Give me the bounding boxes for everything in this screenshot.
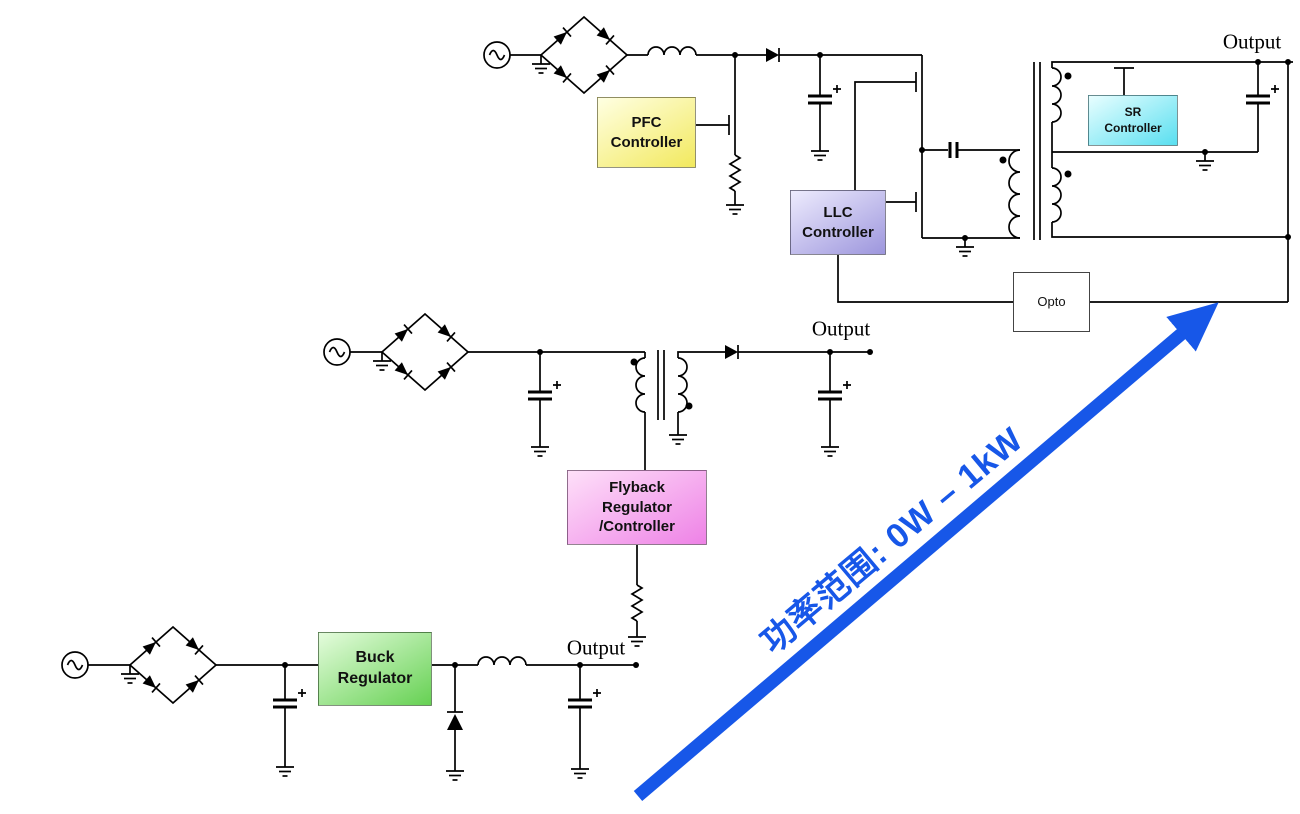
ground-icon <box>372 351 392 371</box>
diode-icon <box>765 47 780 63</box>
ground-icon <box>275 757 295 777</box>
polarity-dot <box>1064 72 1072 80</box>
ground-icon <box>1195 151 1215 171</box>
ground-icon <box>627 627 647 647</box>
llc-controller-label: LLC Controller <box>802 204 874 241</box>
wire <box>837 255 1013 303</box>
ground-icon <box>668 425 688 445</box>
ac-source-icon <box>61 651 89 679</box>
buck-regulator-block: Buck Regulator <box>318 632 432 706</box>
output-label-top: Output <box>1222 29 1282 54</box>
ac-source-icon <box>483 41 511 69</box>
bridge-rectifier-icon <box>381 313 469 391</box>
transformer-icon <box>999 62 1072 240</box>
mosfet-icon <box>1114 67 1134 95</box>
mosfet-icon <box>915 188 923 216</box>
capacitor-icon <box>1244 83 1281 105</box>
junction-dot <box>867 349 873 355</box>
pfc-controller-block: PFC Controller <box>597 97 696 168</box>
polarity-dot <box>1064 170 1072 178</box>
diode-icon <box>447 665 463 762</box>
bridge-rectifier-icon <box>129 626 217 704</box>
sr-controller-label: SR Controller <box>1104 104 1162 135</box>
ground-icon <box>570 759 590 779</box>
ground-icon <box>531 54 551 74</box>
resistor-icon <box>729 154 741 192</box>
capacitor-icon <box>526 379 563 401</box>
opto-coupler-block: Opto <box>1013 272 1090 332</box>
diode-icon <box>724 344 739 360</box>
ground-icon <box>445 761 465 781</box>
inductor-icon <box>647 46 697 56</box>
flyback-controller-label: Flyback Regulator /Controller <box>599 479 675 536</box>
pfc-controller-label: PFC Controller <box>610 114 683 151</box>
capacitor-icon <box>806 83 843 105</box>
transformer-icon <box>630 350 725 420</box>
ground-icon <box>120 664 140 684</box>
capacitor-icon <box>271 687 308 709</box>
capacitor-icon <box>948 142 959 158</box>
flyback-circuit <box>323 313 873 647</box>
resistor-icon <box>631 584 643 622</box>
sr-controller-block: SR Controller <box>1088 95 1178 146</box>
polarity-dot <box>999 156 1007 164</box>
capacitor-icon <box>566 687 603 709</box>
output-label-middle: Output <box>811 316 871 341</box>
output-label-bottom: Output <box>566 635 626 660</box>
llc-controller-block: LLC Controller <box>790 190 886 255</box>
polarity-dot <box>685 402 693 410</box>
wire <box>854 81 916 190</box>
ground-icon <box>955 237 975 257</box>
wire <box>1051 61 1293 68</box>
polarity-dot <box>630 358 638 366</box>
capacitor-icon <box>816 379 853 401</box>
buck-regulator-label: Buck Regulator <box>337 649 413 687</box>
ground-icon <box>530 437 550 457</box>
inductor-icon <box>477 656 527 666</box>
pfc-llc-circuit <box>483 16 1293 303</box>
opto-label: Opto <box>1037 293 1066 309</box>
junction-dot <box>633 662 639 668</box>
bridge-rectifier-icon <box>540 16 628 94</box>
flyback-controller-block: Flyback Regulator /Controller <box>567 470 707 545</box>
wire <box>1051 222 1288 238</box>
mosfet-icon <box>915 68 923 96</box>
ground-icon <box>725 195 745 215</box>
ac-source-icon <box>323 338 351 366</box>
buck-circuit <box>61 626 639 781</box>
ground-icon <box>820 437 840 457</box>
ground-icon <box>810 141 830 161</box>
power-range-arrow <box>633 302 1219 801</box>
mosfet-icon <box>728 111 736 139</box>
